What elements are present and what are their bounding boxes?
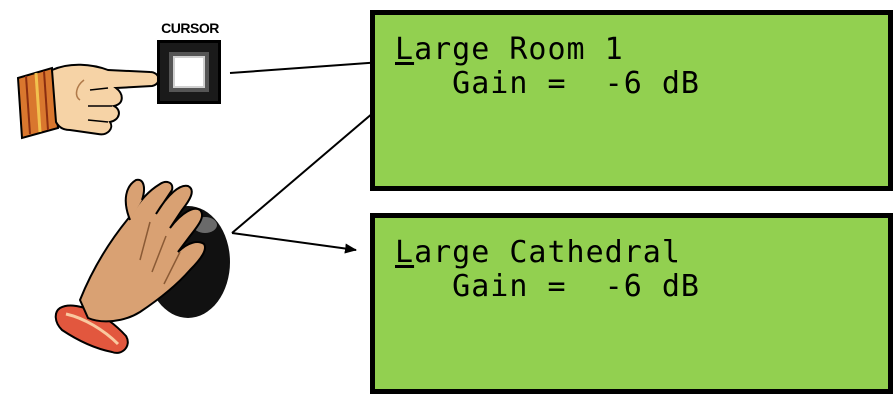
preset-name-rest: arge Room 1 (414, 32, 624, 67)
cursor-position-letter: L (395, 32, 415, 67)
lcd-display-top: Large Room 1 Gain = -6 dB (370, 10, 893, 191)
cursor-button[interactable]: CURSOR (155, 20, 225, 104)
preset-name-line: Large Room 1 (395, 33, 624, 67)
cursor-key-face (169, 52, 209, 92)
cursor-button-icon[interactable] (157, 40, 221, 104)
lcd-display-bottom: Large Cathedral Gain = -6 dB (370, 213, 893, 394)
arrow-cursor-to-top-display (229, 57, 383, 74)
cursor-position-letter: L (395, 235, 415, 270)
gain-line: Gain = -6 dB (395, 269, 700, 304)
preset-name-rest: arge Cathedral (414, 235, 681, 270)
hand-on-knob-icon (54, 178, 230, 354)
arrow-knob-to-bottom-display (231, 232, 357, 254)
pointing-hand-icon (16, 63, 160, 140)
cursor-button-label: CURSOR (161, 20, 219, 36)
preset-name-line: Large Cathedral (395, 236, 681, 270)
gain-line: Gain = -6 dB (395, 66, 700, 101)
